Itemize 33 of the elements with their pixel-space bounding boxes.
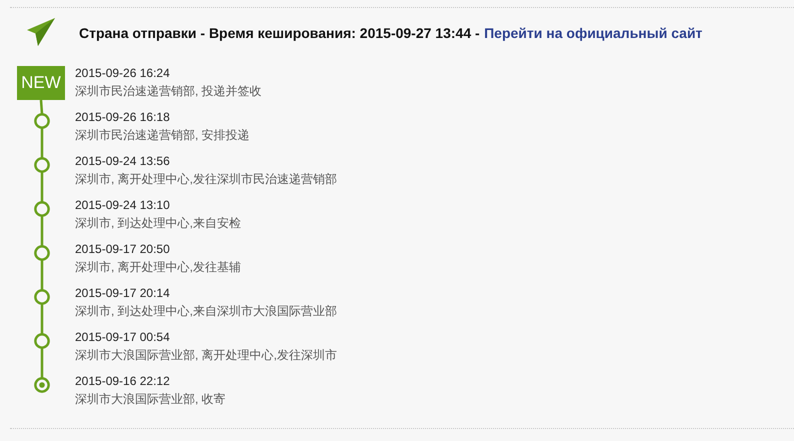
event-date: 2015-09-16 22:12 bbox=[75, 374, 170, 388]
event-date: 2015-09-24 13:10 bbox=[75, 198, 170, 212]
timeline-marker bbox=[34, 289, 50, 305]
heading: Страна отправки - Время кеширования: 2015-09-27 13:44 - bbox=[79, 25, 480, 41]
event-description: 深圳市, 离开处理中心,发往深圳市民治速递营销部 bbox=[75, 172, 338, 186]
event-date: 2015-09-26 16:18 bbox=[75, 110, 170, 124]
event-description: 深圳市大浪国际营业部, 收寄 bbox=[75, 392, 226, 406]
event-date: 2015-09-26 16:24 bbox=[75, 66, 170, 80]
new-badge: NEW bbox=[17, 66, 65, 100]
event-date: 2015-09-17 20:50 bbox=[75, 242, 170, 256]
connector-line bbox=[40, 216, 44, 246]
connector-line bbox=[40, 100, 44, 114]
event-description: 深圳市民治速递营销部, 投递并签收 bbox=[75, 84, 262, 98]
connector-line bbox=[40, 260, 44, 290]
timeline-marker bbox=[34, 333, 50, 349]
timeline-marker bbox=[34, 113, 50, 129]
event-date: 2015-09-17 00:54 bbox=[75, 330, 170, 344]
event-description: 深圳市, 离开处理中心,发往基辅 bbox=[75, 260, 242, 274]
event-description: 深圳市, 到达处理中心,来自深圳市大浪国际营业部 bbox=[75, 304, 338, 318]
connector-line bbox=[40, 172, 44, 202]
timeline-marker bbox=[34, 157, 50, 173]
timeline-marker bbox=[34, 201, 50, 217]
connector-line bbox=[40, 348, 44, 378]
event-description: 深圳市民治速递营销部, 安排投递 bbox=[75, 128, 250, 142]
timeline-marker bbox=[34, 245, 50, 261]
event-description: 深圳市, 到达处理中心,来自安检 bbox=[75, 216, 242, 230]
event-date: 2015-09-17 20:14 bbox=[75, 286, 170, 300]
event-date: 2015-09-24 13:56 bbox=[75, 154, 170, 168]
connector-line bbox=[40, 304, 44, 334]
official-site-link: Перейти на официальный сайт bbox=[484, 25, 702, 41]
event-description: 深圳市大浪国际营业部, 离开处理中心,发往深圳市 bbox=[75, 348, 338, 362]
connector-line bbox=[40, 128, 44, 158]
timeline-end-marker bbox=[34, 377, 50, 393]
